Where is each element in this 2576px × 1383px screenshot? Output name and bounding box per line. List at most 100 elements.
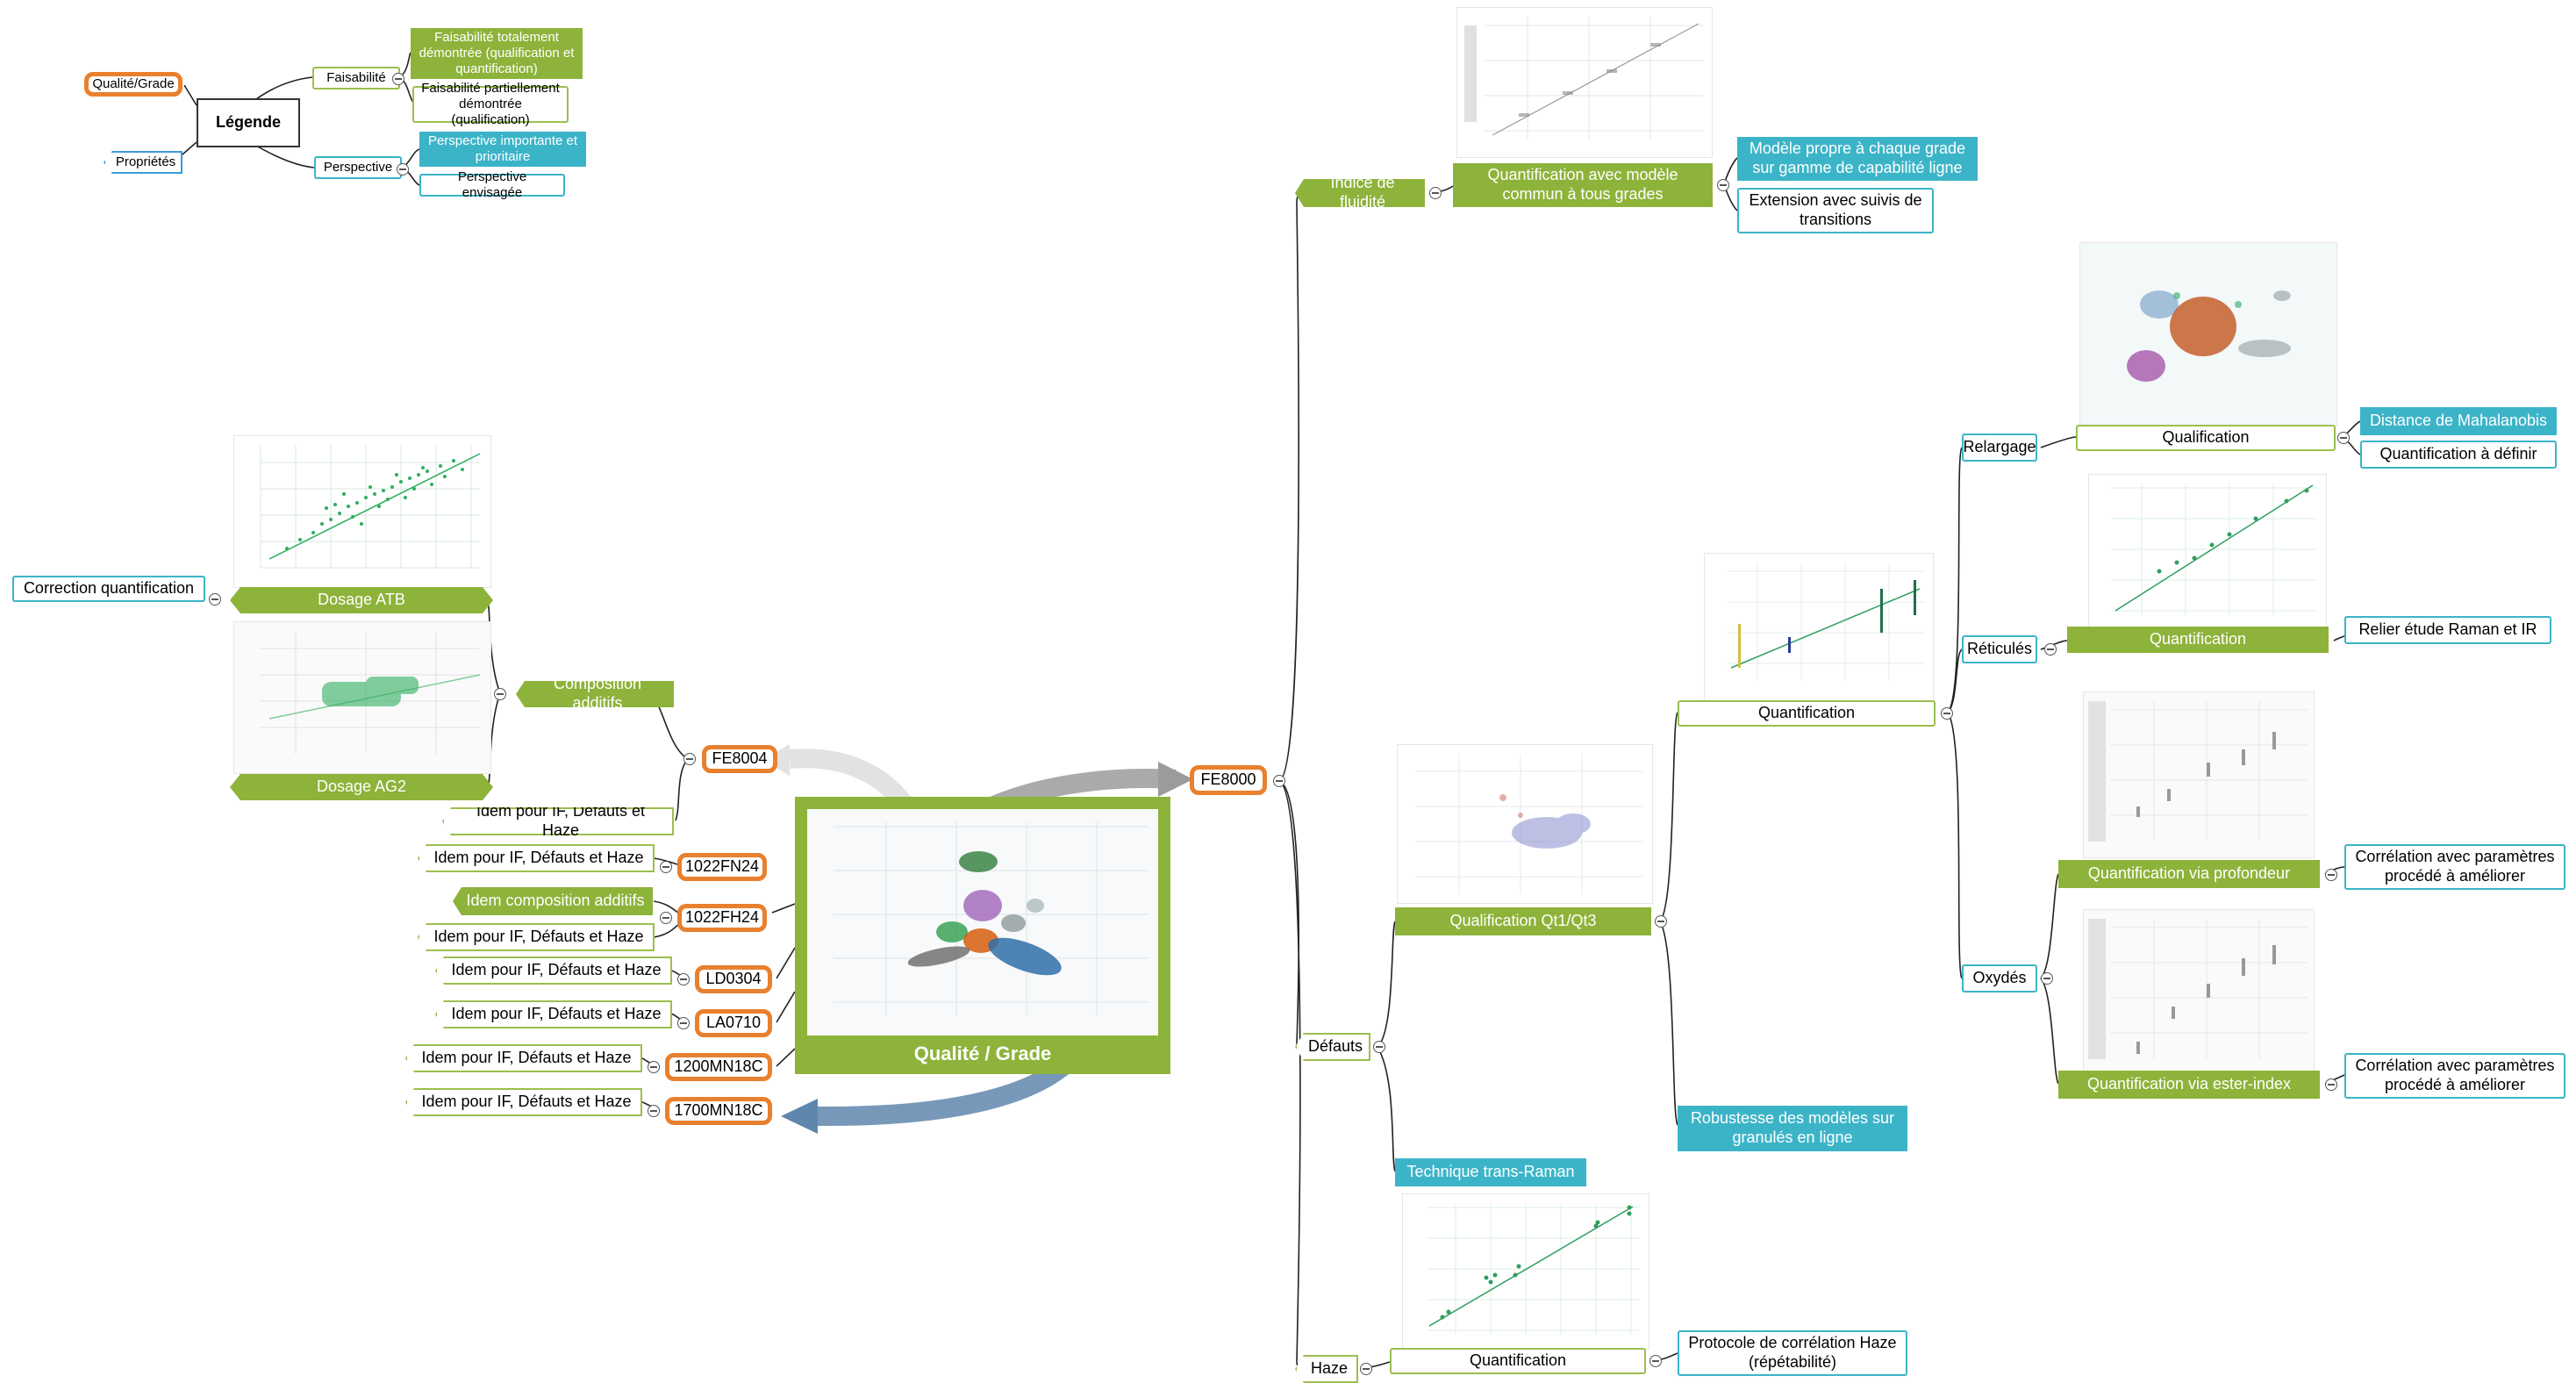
- chart-relargage: [2079, 242, 2337, 426]
- quantification-reticules[interactable]: Quantification: [2067, 627, 2329, 653]
- grade-1022fh24[interactable]: 1022FH24: [677, 904, 767, 932]
- toggle-icon[interactable]: [1373, 1041, 1385, 1053]
- toggle-icon[interactable]: [660, 912, 672, 924]
- chart-haze: [1402, 1193, 1649, 1350]
- protocole-correlation-haze[interactable]: Protocole de corrélation Haze (répétabil…: [1678, 1330, 1907, 1376]
- toggle-icon[interactable]: [660, 861, 672, 873]
- toggle-icon[interactable]: [1655, 915, 1667, 928]
- indice-fluidite[interactable]: Indice de fluidité: [1295, 179, 1425, 207]
- quantification-modele-commun[interactable]: Quantification avec modèle commun à tous…: [1453, 163, 1713, 207]
- idem-1700mn18c[interactable]: Idem pour IF, Défauts et Haze: [405, 1088, 642, 1116]
- technique-trans-raman[interactable]: Technique trans-Raman: [1395, 1158, 1586, 1186]
- center-score-plot: [807, 809, 1158, 1035]
- legend-perspective-important: Perspective importante et prioritaire: [419, 132, 586, 167]
- dosage-atb[interactable]: Dosage ATB: [230, 587, 493, 613]
- qualification-relargage[interactable]: Qualification: [2076, 425, 2336, 451]
- distance-mahalanobis[interactable]: Distance de Mahalanobis: [2360, 407, 2557, 435]
- chart-dosage-atb: [233, 435, 491, 588]
- relargage[interactable]: Relargage: [1962, 434, 2037, 462]
- toggle-icon[interactable]: [1360, 1363, 1372, 1375]
- toggle-icon[interactable]: [2325, 1078, 2337, 1091]
- chart-oxydes-profondeur: [2083, 692, 2315, 858]
- score-plot-image: [807, 809, 1158, 1035]
- quantification-profondeur[interactable]: Quantification via profondeur: [2058, 860, 2320, 888]
- grade-1200mn18c[interactable]: 1200MN18C: [665, 1053, 772, 1081]
- legend-feasibility-partial: Faisabilité partiellement démontrée (qua…: [412, 81, 569, 127]
- grade-1022fn24[interactable]: 1022FN24: [677, 853, 767, 881]
- modele-propre[interactable]: Modèle propre à chaque grade sur gamme d…: [1737, 137, 1978, 181]
- reticules[interactable]: Réticulés: [1962, 635, 2037, 663]
- toggle-icon[interactable]: [648, 1061, 660, 1073]
- center-node[interactable]: Qualité / Grade: [795, 797, 1170, 1074]
- idem-1022fn24[interactable]: Idem pour IF, Défauts et Haze: [418, 844, 655, 872]
- oxydes[interactable]: Oxydés: [1962, 964, 2037, 992]
- toggle-icon[interactable]: [2041, 972, 2053, 985]
- scatter-plot-image: [2084, 910, 2314, 1075]
- toggle-icon[interactable]: [648, 1105, 660, 1117]
- toggle-icon[interactable]: [1941, 707, 1953, 720]
- chart-oxydes-ester: [2083, 909, 2315, 1076]
- toggle-icon[interactable]: [2044, 643, 2057, 656]
- toggle-icon[interactable]: [494, 688, 506, 700]
- quantification-a-definir[interactable]: Quantification à définir: [2360, 441, 2557, 469]
- composition-additifs[interactable]: Composition additifs: [516, 681, 674, 707]
- toggle-icon[interactable]: [677, 973, 690, 985]
- grade-fe8004[interactable]: FE8004: [702, 745, 777, 773]
- idem-ld0304[interactable]: Idem pour IF, Défauts et Haze: [435, 957, 672, 985]
- legend-perspective: Perspective: [314, 156, 402, 179]
- scatter-plot-image: [1727, 563, 1924, 681]
- chart-dosage-ag2: [233, 621, 491, 774]
- defauts[interactable]: Défauts: [1295, 1033, 1370, 1061]
- legend-quality-grade: Qualité/Grade: [84, 72, 182, 97]
- toggle-icon[interactable]: [1429, 187, 1442, 199]
- quantification-ester-index[interactable]: Quantification via ester-index: [2058, 1071, 2320, 1099]
- chart-indice-fluidite: [1456, 7, 1713, 158]
- toggle-icon[interactable]: [1717, 179, 1729, 191]
- grade-1700mn18c[interactable]: 1700MN18C: [665, 1097, 772, 1125]
- grade-ld0304[interactable]: LD0304: [695, 965, 772, 993]
- toggle-icon[interactable]: [683, 753, 696, 765]
- idem-composition-1022fh24[interactable]: Idem composition additifs: [453, 887, 653, 915]
- legend-title: Légende: [197, 98, 300, 147]
- scatter-plot-image: [2080, 243, 2336, 426]
- scatter-plot-image: [2111, 484, 2317, 615]
- idem-fe8004[interactable]: Idem pour IF, Défauts et Haze: [442, 807, 674, 835]
- chart-qualification-qt: [1397, 744, 1653, 904]
- toggle-icon[interactable]: [677, 1017, 690, 1029]
- toggle-icon[interactable]: [392, 73, 404, 85]
- extension-transitions[interactable]: Extension avec suivis de transitions: [1737, 188, 1934, 233]
- legend-perspective-envisaged: Perspective envisagée: [419, 169, 565, 200]
- quantification-haze[interactable]: Quantification: [1390, 1348, 1646, 1374]
- relier-raman-ir[interactable]: Relier étude Raman et IR: [2344, 616, 2551, 644]
- scatter-plot-image: [1415, 754, 1643, 894]
- grade-la0710[interactable]: LA0710: [695, 1009, 772, 1037]
- haze[interactable]: Haze: [1295, 1355, 1358, 1383]
- correlation-parametres-1[interactable]: Corrélation avec paramètres procédé à am…: [2344, 844, 2565, 890]
- toggle-icon[interactable]: [209, 593, 221, 606]
- scatter-plot-image: [260, 445, 481, 569]
- toggle-icon[interactable]: [1649, 1355, 1662, 1367]
- chart-quantification-defauts: [1704, 553, 1934, 704]
- toggle-icon[interactable]: [2337, 432, 2350, 444]
- toggle-icon[interactable]: [2325, 869, 2337, 881]
- qualification-qt1-qt3[interactable]: Qualification Qt1/Qt3: [1395, 907, 1651, 935]
- toggle-icon[interactable]: [1273, 775, 1285, 787]
- idem-1022fh24[interactable]: Idem pour IF, Défauts et Haze: [418, 923, 655, 951]
- scatter-plot-image: [1464, 17, 1703, 140]
- chart-reticules: [2088, 474, 2327, 628]
- correlation-parametres-2[interactable]: Corrélation avec paramètres procédé à am…: [2344, 1053, 2565, 1099]
- idem-la0710[interactable]: Idem pour IF, Défauts et Haze: [435, 1000, 672, 1028]
- center-title: Qualité / Grade: [913, 1043, 1052, 1064]
- scatter-plot-image: [2084, 692, 2314, 857]
- legend-properties: Propriétés: [104, 151, 182, 174]
- grade-fe8000[interactable]: FE8000: [1190, 765, 1267, 795]
- correction-quantification[interactable]: Correction quantification: [12, 576, 205, 602]
- idem-1200mn18c[interactable]: Idem pour IF, Défauts et Haze: [405, 1044, 642, 1072]
- quantification-defauts[interactable]: Quantification: [1678, 700, 1936, 727]
- scatter-plot-image: [234, 622, 490, 773]
- scatter-plot-image: [1428, 1203, 1640, 1335]
- legend-feasibility: Faisabilité: [312, 67, 400, 90]
- robustesse-modeles[interactable]: Robustesse des modèles sur granulés en l…: [1678, 1106, 1907, 1151]
- toggle-icon[interactable]: [397, 163, 409, 176]
- dosage-ag2[interactable]: Dosage AG2: [230, 774, 493, 800]
